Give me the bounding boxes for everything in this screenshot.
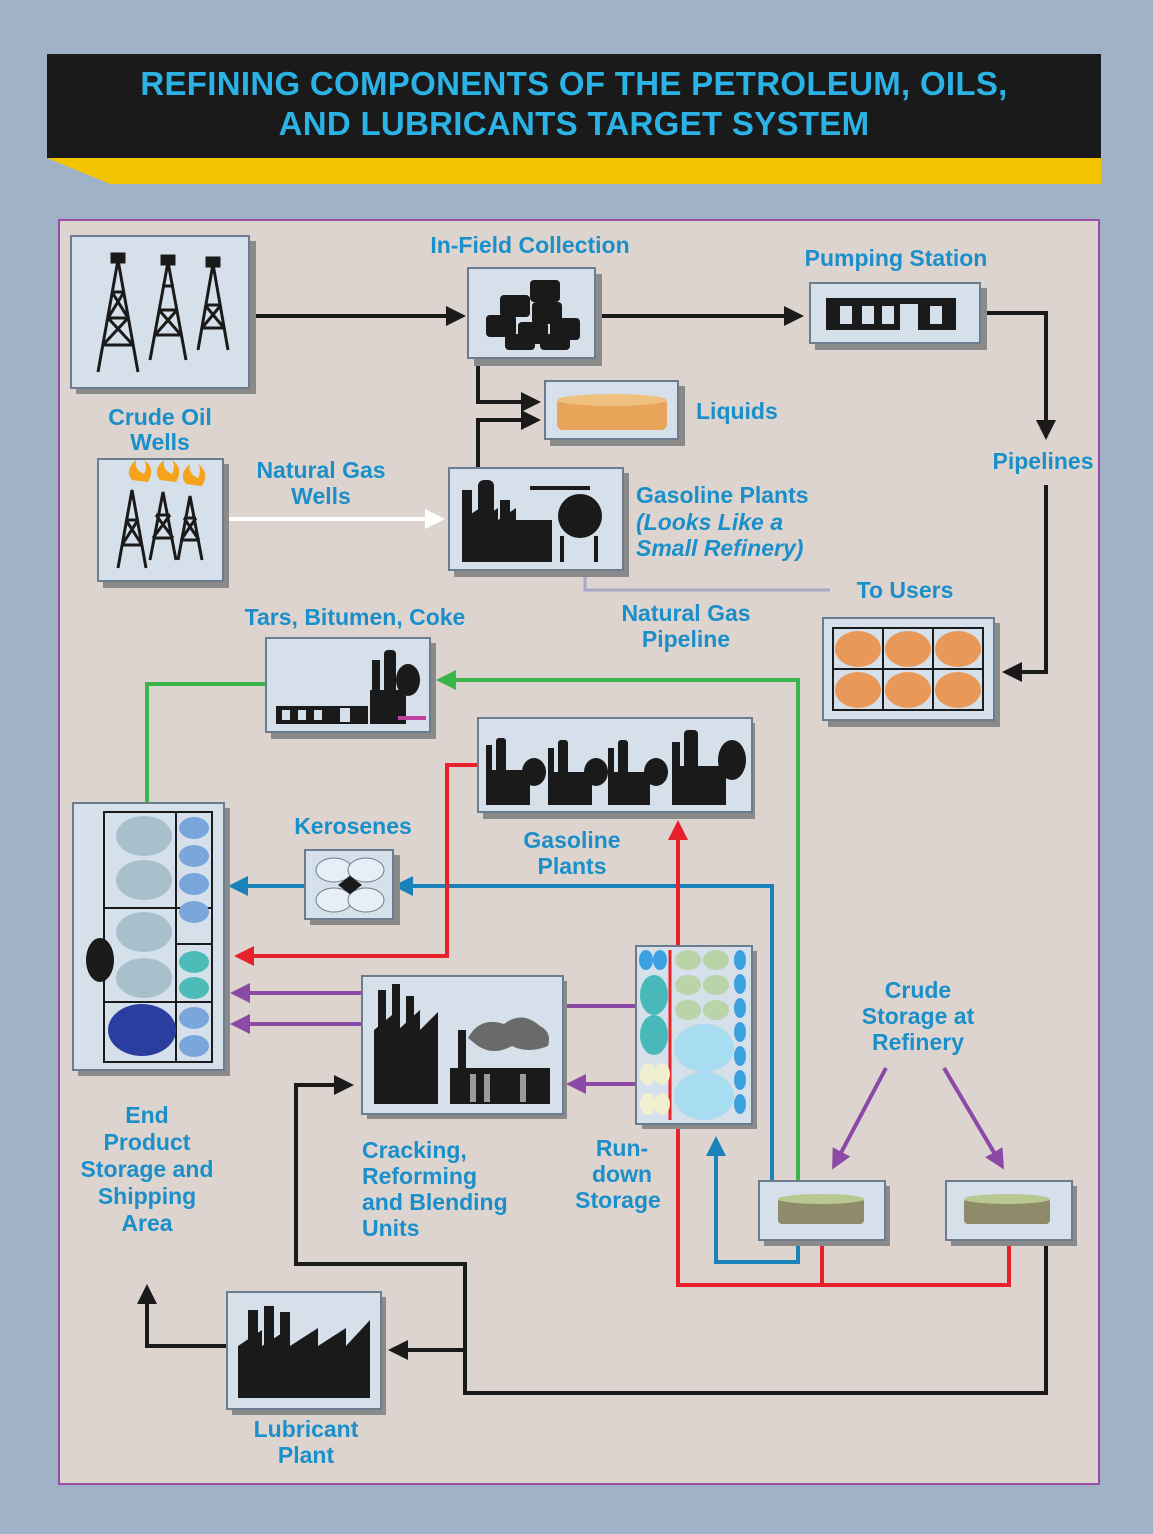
label-to-users: To Users [857,577,954,603]
flow-storage-label-to-tank2 [942,1066,1005,1170]
crude-storage-tank-1-box [758,1180,890,1246]
flow-crude-to-tars [436,670,800,1212]
flow-crude-to-rundown [706,1136,800,1264]
flow-crude2-join [822,1240,1011,1287]
label-gasoline-plants-top-3: Small Refinery) [636,535,803,561]
flow-collection-to-liquids [476,358,541,412]
label-crude-storage-1: Crude [885,977,951,1003]
gasoline-plants-mid-box [477,717,755,819]
flow-tars-to-endproduct [145,682,266,805]
label-end-product-3: Storage and [81,1156,214,1182]
flow-lube-to-cracking [294,1075,467,1350]
flow-gasplant-to-liquids [476,410,541,467]
flow-crude-to-lubricant [388,1240,1048,1395]
label-kerosenes: Kerosenes [294,813,412,839]
rundown-storage-box [635,945,757,1129]
title-bar [47,54,1101,158]
cracking-refinery-icon [374,984,550,1104]
label-lubricant-2: Plant [278,1442,335,1468]
label-liquids: Liquids [696,398,778,424]
oil-derrick-icon [96,252,230,373]
gasoline-plant-top-box [448,467,629,577]
label-cracking-2: Reforming [362,1163,477,1189]
to-users-tanks-box [822,617,1000,727]
label-gasoline-plants-mid-2: Plants [537,853,606,879]
in-field-collection-box [467,267,602,366]
crude-tank-icon [964,1194,1050,1224]
coking-unit-icon [276,650,426,724]
flow-gasplants-to-endproduct [234,763,478,966]
gasoline-plants-icon [486,730,746,805]
label-cracking-4: Units [362,1215,420,1241]
page-title: REFINING COMPONENTS OF THE PETROLEUM, OI… [47,64,1101,144]
end-product-storage-box [72,802,230,1076]
kerosenes-box [304,849,400,925]
label-natural-gas-wells-2: Wells [291,483,351,509]
label-pipelines: Pipelines [993,448,1094,474]
label-natural-gas-pipeline-1: Natural Gas [621,600,750,626]
flow-pumping-to-pipelines [982,311,1056,440]
label-in-field-collection: In-Field Collection [430,232,629,258]
label-gasoline-plants-top-1: Gasoline Plants [636,482,809,508]
flow-crude-to-kerosenes [393,876,774,1180]
title-line-1: REFINING COMPONENTS OF THE PETROLEUM, OI… [140,65,1008,102]
label-pumping-station: Pumping Station [805,245,988,271]
label-cracking-1: Cracking, [362,1137,467,1163]
label-crude-oil-wells-2: Wells [130,429,190,455]
label-tars-bitumen-coke: Tars, Bitumen, Coke [245,604,466,630]
gas-flare-icon [116,460,206,569]
factory-icon [238,1306,370,1398]
flow-lubricant-to-endproduct [137,1284,227,1348]
label-gasoline-plants-mid-1: Gasoline [523,827,620,853]
label-rundown-3: Storage [575,1187,661,1213]
label-end-product-5: Area [121,1210,172,1236]
flow-pipelines-to-users [1002,485,1048,682]
pumping-station-box [809,282,987,350]
storage-tanks-icon [832,627,984,711]
flow-storage-label-to-tank1 [832,1067,888,1170]
oil-barrels-icon [486,280,580,350]
cracking-unit-box [361,975,567,1119]
label-rundown-1: Run- [596,1135,648,1161]
liquid-tank-icon [557,394,667,430]
small-refinery-icon [462,480,602,562]
label-rundown-2: down [592,1161,652,1187]
label-crude-storage-2: Storage at [862,1003,975,1029]
label-natural-gas-pipeline-2: Pipeline [642,626,730,652]
title-accent-stripe [47,158,1101,184]
label-lubricant-1: Lubricant [254,1416,359,1442]
label-cracking-3: and Blending [362,1189,508,1215]
natural-gas-wells-box [97,458,229,588]
label-end-product-2: Product [104,1129,191,1155]
label-end-product-1: End [125,1102,168,1128]
crude-storage-tank-2-box [945,1180,1077,1246]
tars-bitumen-coke-box [265,637,436,739]
kerosene-tanks-icon [315,857,385,913]
label-end-product-4: Shipping [98,1183,196,1209]
end-product-tanks-icon [86,811,213,1063]
lubricant-plant-box [226,1291,386,1415]
label-crude-oil-wells-1: Crude Oil [108,404,212,430]
label-gasoline-plants-top-2: (Looks Like a [636,509,783,535]
label-crude-storage-3: Refinery [872,1029,964,1055]
rundown-tanks-icon [639,950,746,1120]
label-natural-gas-wells-1: Natural Gas [256,457,385,483]
crude-oil-wells-box [70,235,256,394]
crude-tank-icon [778,1194,864,1224]
title-line-2: AND LUBRICANTS TARGET SYSTEM [278,105,870,142]
liquids-box [544,380,685,446]
